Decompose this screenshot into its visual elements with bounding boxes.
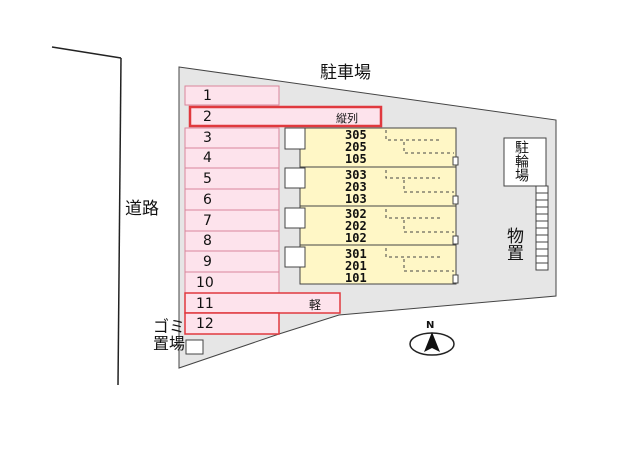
unit-label: 302 [345,207,367,221]
parking-slot-11: 11 [196,296,214,312]
unit-label: 305 [345,128,367,142]
parking-title: 駐車場 [320,63,371,83]
unit-label: 303 [345,168,367,182]
parking-slot-12: 12 [196,316,214,332]
parking-slot-1: 1 [203,88,212,104]
garbage-label: ゴミ置場 [152,317,185,353]
unit-label: 105 [345,152,367,166]
road-line-top [51,46,122,59]
unit-label: 301 [345,247,367,261]
unit-label: 203 [345,180,367,194]
parking-slots [184,85,383,335]
unit-label: 201 [345,259,367,273]
parking-slot-2: 2 [203,109,212,125]
compass-icon [409,332,455,356]
parking-slot-8: 8 [203,233,212,249]
unit-label: 102 [345,231,367,245]
parking-slot-3: 3 [203,130,212,146]
parking-slot-6: 6 [203,192,212,208]
unit-label: 101 [345,271,367,285]
bicycle-racks [535,185,549,271]
road-label: 道路 [125,199,159,219]
road-line-edge [117,57,122,386]
parking-slot-7: 7 [203,213,212,229]
parking-slot-9: 9 [203,254,212,270]
parking-slot-10: 10 [196,275,214,291]
unit-label: 202 [345,219,367,233]
bicycle-parking-label: 駐輪場 [513,140,529,182]
parking-slot-5: 5 [203,171,212,187]
parking-slot-2-note: 縦列 [336,112,358,125]
compass-label: N [426,320,435,331]
parking-slot-11-note: 軽 [309,298,322,312]
bicycle-parking-box [503,137,547,187]
parking-slot-4: 4 [203,150,212,166]
garbage-box [185,339,204,355]
storage-label: 物置 [503,227,523,261]
building [284,127,459,285]
unit-label: 205 [345,140,367,154]
unit-label: 103 [345,192,367,206]
